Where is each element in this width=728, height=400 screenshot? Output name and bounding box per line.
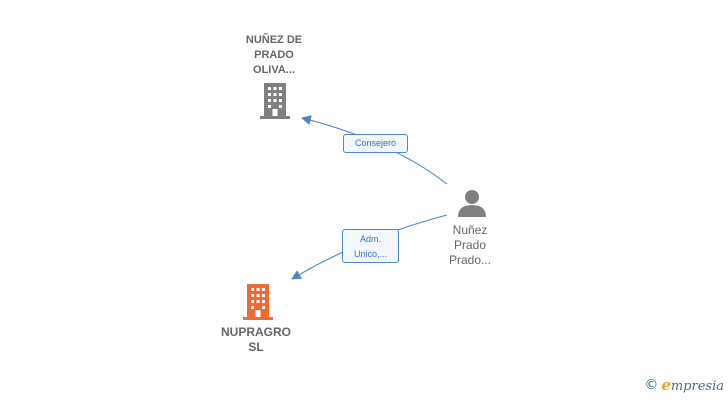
company-main-label[interactable]: NUPRAGRO SL bbox=[220, 325, 291, 354]
company-top-label[interactable]: NUÑEZ DE PRADO OLIVA... bbox=[245, 34, 303, 76]
person-icon[interactable] bbox=[457, 188, 487, 218]
edge-label-adm-unico[interactable]: Adm. Unico,... bbox=[342, 229, 399, 263]
brand-initial: e bbox=[661, 376, 671, 394]
edge-label-consejero[interactable]: Consejero bbox=[343, 134, 408, 153]
empresia-logo[interactable]: © empresia bbox=[644, 376, 724, 394]
building-icon[interactable] bbox=[259, 83, 291, 119]
brand-name: mpresia bbox=[670, 379, 724, 394]
copyright-icon: © bbox=[644, 377, 659, 393]
person-label[interactable]: Nuñez Prado Prado... bbox=[448, 223, 492, 267]
building-icon[interactable] bbox=[242, 284, 274, 320]
